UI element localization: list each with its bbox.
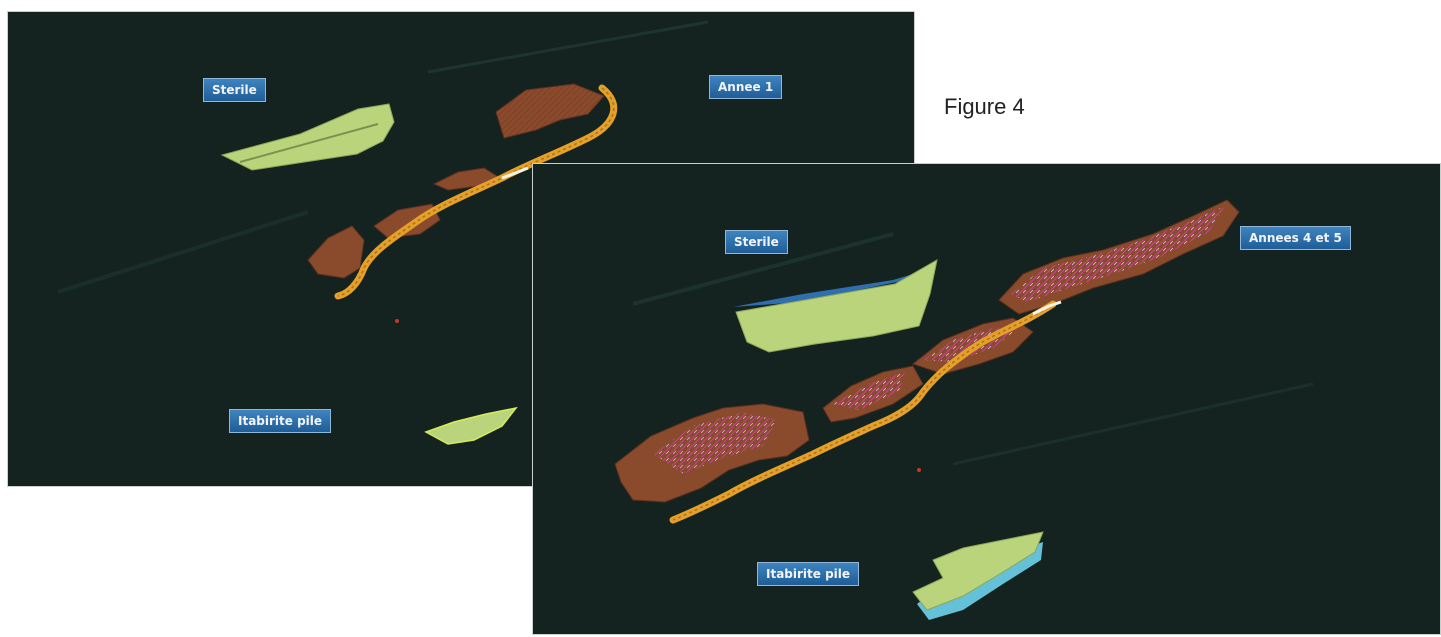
itabirite-pile-label: Itabirite pile: [229, 409, 331, 433]
itabirite-pile-shape: [426, 408, 516, 444]
pit-shape: [308, 226, 364, 278]
years-label: Annees 4 et 5: [1240, 226, 1351, 250]
year-label: Annee 1: [709, 75, 782, 99]
itabirite-pile-label: Itabirite pile: [757, 562, 859, 586]
sterile-label: Sterile: [725, 230, 788, 254]
figure-caption: Figure 4: [944, 94, 1025, 120]
sterile-dump-shape: [736, 260, 937, 352]
mine-view-years-4-5: Sterile Annees 4 et 5 Itabirite pile: [533, 164, 1440, 634]
sterile-label: Sterile: [203, 78, 266, 102]
